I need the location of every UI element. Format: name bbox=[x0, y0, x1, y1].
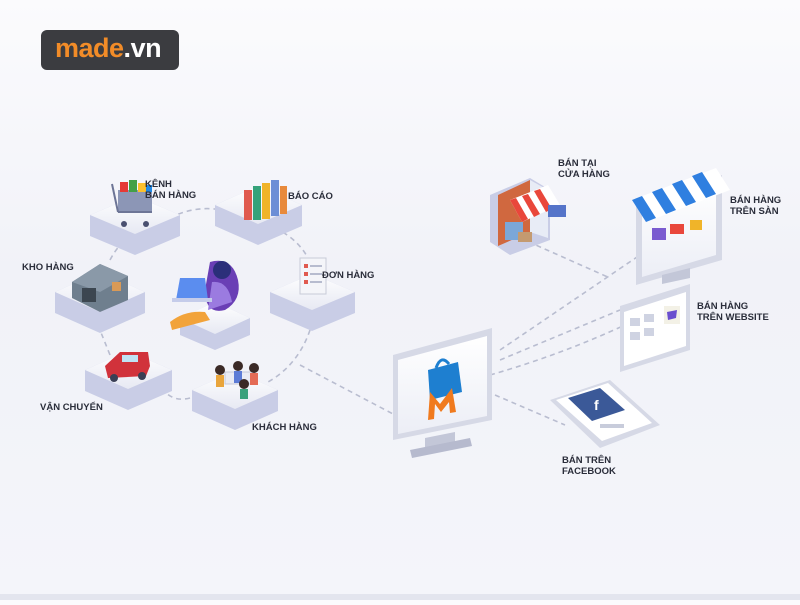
node-van-chuyen bbox=[85, 351, 172, 410]
label-ban-tren-facebook: BÁN TRÊN FACEBOOK bbox=[562, 455, 616, 477]
label-line: BÁN HÀNG bbox=[145, 190, 197, 201]
logo-word: made bbox=[55, 33, 124, 63]
label-line: CỬA HÀNG bbox=[558, 169, 610, 180]
label-kho-hang: KHO HÀNG bbox=[22, 262, 74, 273]
label-khach-hang: KHÁCH HÀNG bbox=[252, 422, 317, 433]
logo-tld: vn bbox=[130, 33, 162, 63]
logo-dot: . bbox=[123, 33, 132, 63]
storefront-icon bbox=[490, 178, 566, 255]
label-line: ĐƠN HÀNG bbox=[322, 270, 375, 281]
node-don-hang bbox=[270, 257, 355, 331]
label-line: TRÊN SÀN bbox=[730, 206, 779, 217]
label-line: BÁN TẠI bbox=[558, 158, 597, 169]
website-window-icon bbox=[620, 284, 690, 372]
connector-lines bbox=[94, 207, 641, 426]
label-don-hang: ĐƠN HÀNG bbox=[322, 270, 374, 281]
facebook-phone-icon: f bbox=[550, 380, 660, 448]
label-kenh-ban-hang: KÊNH BÁN HÀNG bbox=[145, 179, 196, 201]
label-line: BÁO CÁO bbox=[288, 191, 333, 202]
customers-icon bbox=[215, 361, 259, 399]
label-line: BÁN HÀNG bbox=[730, 195, 782, 206]
node-laptop-user bbox=[170, 260, 250, 350]
central-monitor-icon bbox=[393, 328, 492, 458]
truck-icon bbox=[105, 352, 150, 382]
node-khach-hang bbox=[192, 361, 278, 430]
brand-logo: made.vn bbox=[41, 30, 179, 70]
books-icon bbox=[244, 180, 287, 220]
svg-text:f: f bbox=[594, 397, 599, 413]
label-line: FACEBOOK bbox=[562, 466, 616, 477]
shopping-cart-icon bbox=[111, 180, 152, 227]
marketplace-monitor-icon bbox=[632, 168, 730, 285]
shopping-bag-m-icon bbox=[428, 358, 462, 420]
order-list-icon bbox=[299, 257, 327, 295]
laptop-user-icon bbox=[170, 260, 239, 330]
label-line: TRÊN WEBSITE bbox=[697, 312, 769, 323]
logo-text: made.vn bbox=[55, 33, 162, 64]
node-kho-hang bbox=[55, 264, 145, 333]
label-line: VẬN CHUYỂN bbox=[40, 402, 103, 413]
label-ban-tai-cua-hang: BÁN TẠI CỬA HÀNG bbox=[558, 158, 610, 180]
node-bao-cao bbox=[215, 180, 302, 245]
label-van-chuyen: VẬN CHUYỂN bbox=[40, 402, 103, 413]
label-line: KHÁCH HÀNG bbox=[252, 422, 317, 433]
warehouse-icon bbox=[72, 264, 128, 312]
label-line: KHO HÀNG bbox=[22, 262, 74, 273]
node-kenh-ban-hang bbox=[90, 180, 180, 255]
label-ban-hang-tren-website: BÁN HÀNG TRÊN WEBSITE bbox=[697, 301, 769, 323]
label-line: BÁN TRÊN bbox=[562, 455, 612, 466]
label-line: BÁN HÀNG bbox=[697, 301, 749, 312]
label-ban-hang-tren-san: BÁN HÀNG TRÊN SÀN bbox=[730, 195, 781, 217]
label-bao-cao: BÁO CÁO bbox=[288, 191, 333, 202]
bottom-strip bbox=[0, 594, 800, 600]
label-line: KÊNH bbox=[145, 179, 172, 190]
